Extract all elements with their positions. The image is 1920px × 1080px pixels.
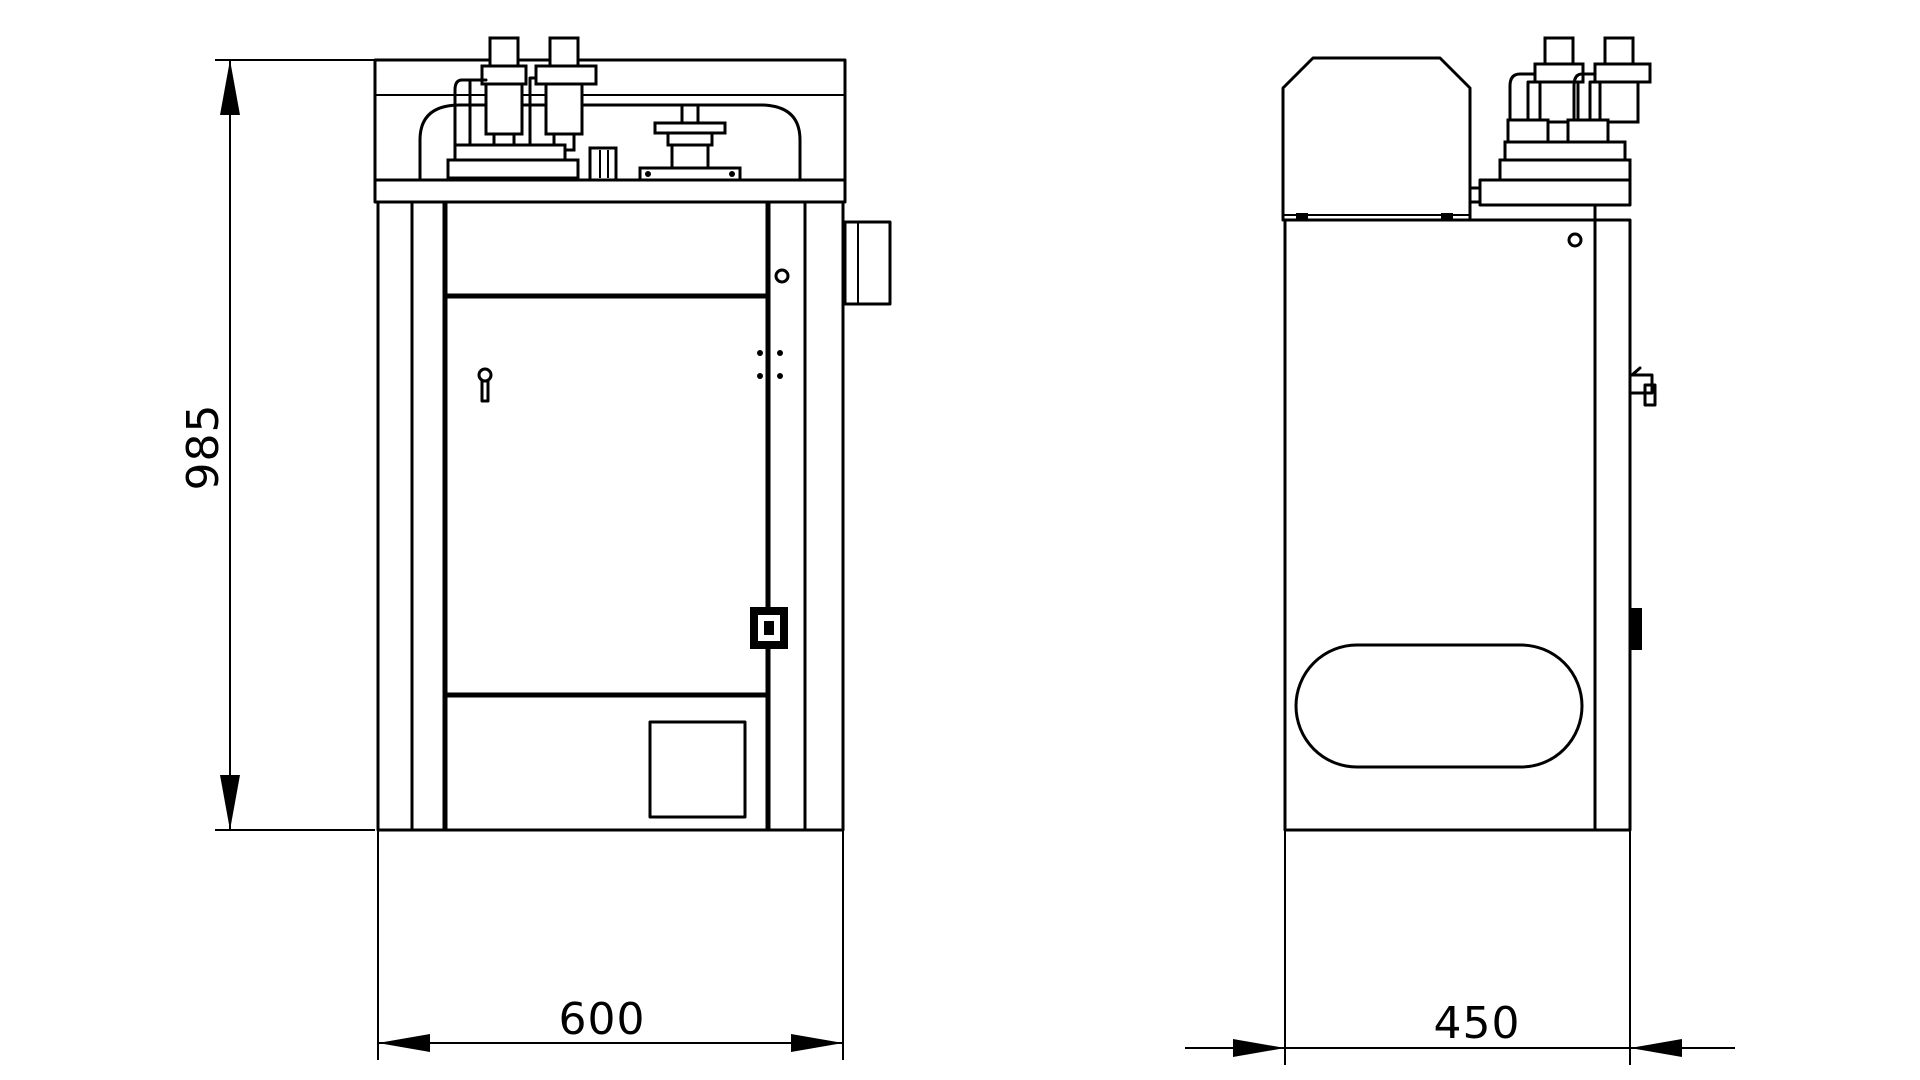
front-view [373,36,892,832]
side-body [1283,218,1632,832]
side-motor-hood [1281,56,1472,222]
height-dimension: 985 [178,59,375,831]
height-arrow-top [220,60,240,115]
side-view [1281,36,1657,832]
front-cylinder-right [528,36,598,152]
front-width-dimension: 600 [377,830,844,1060]
side-knob [1630,608,1642,650]
front-width-arrow-left [378,1034,430,1052]
side-lever-icon [1628,366,1657,407]
front-side-box [843,220,892,306]
front-indicator-lamp [774,268,790,284]
front-clamp [588,146,618,182]
front-width-label: 600 [559,994,646,1045]
height-label: 985 [178,404,229,491]
front-table-top [373,178,847,204]
side-indicator-lamp [1567,232,1583,248]
front-width-arrow-right [791,1034,843,1052]
front-cylinder-plate [446,158,580,180]
front-indicator-dots [757,350,783,379]
side-cylinder-plate [1498,158,1632,182]
side-depth-arrow-left [1233,1039,1285,1057]
front-cylinder-left [453,36,528,152]
side-depth-dimension: 450 [1185,830,1735,1065]
side-cylinder-base [1503,140,1627,162]
front-door-key-icon [477,367,493,403]
front-anvil [638,103,742,182]
side-cylinder-left [1506,36,1585,152]
front-lower-panel [648,720,747,819]
side-cylinder-right [1566,36,1652,152]
side-depth-arrow-right [1630,1039,1682,1057]
side-oval-opening [1294,643,1584,769]
side-top-plate [1478,178,1632,207]
side-depth-label: 450 [1434,998,1521,1049]
front-hose-loop [418,103,802,182]
front-body [376,200,845,832]
height-arrow-bottom [220,775,240,830]
